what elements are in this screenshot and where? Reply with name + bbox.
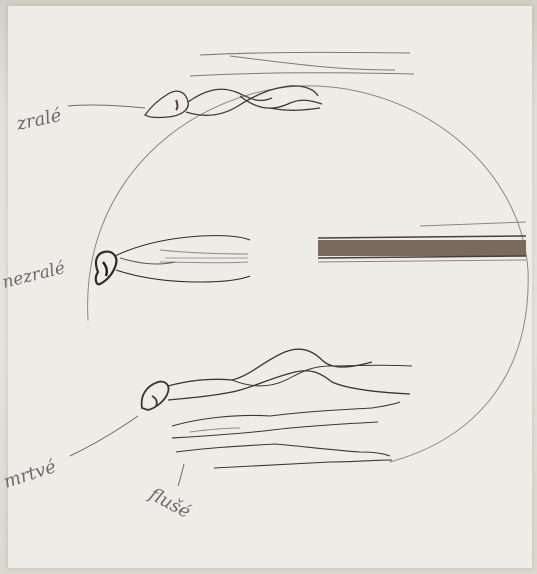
mature-spore-drawing [145,86,322,118]
immature-spore-drawing [96,236,250,285]
label-zrale: zralé [14,105,64,135]
label-nezrale: nezralé [0,258,67,293]
label-mrtve: mrtvé [1,456,59,493]
dead-spore-drawing [142,349,412,468]
label-fluse: flušé [144,483,194,523]
brown-fiber [318,222,526,262]
fiber-top [190,52,414,76]
label-leader-lines [68,105,184,486]
microscope-field-circle [88,86,529,462]
